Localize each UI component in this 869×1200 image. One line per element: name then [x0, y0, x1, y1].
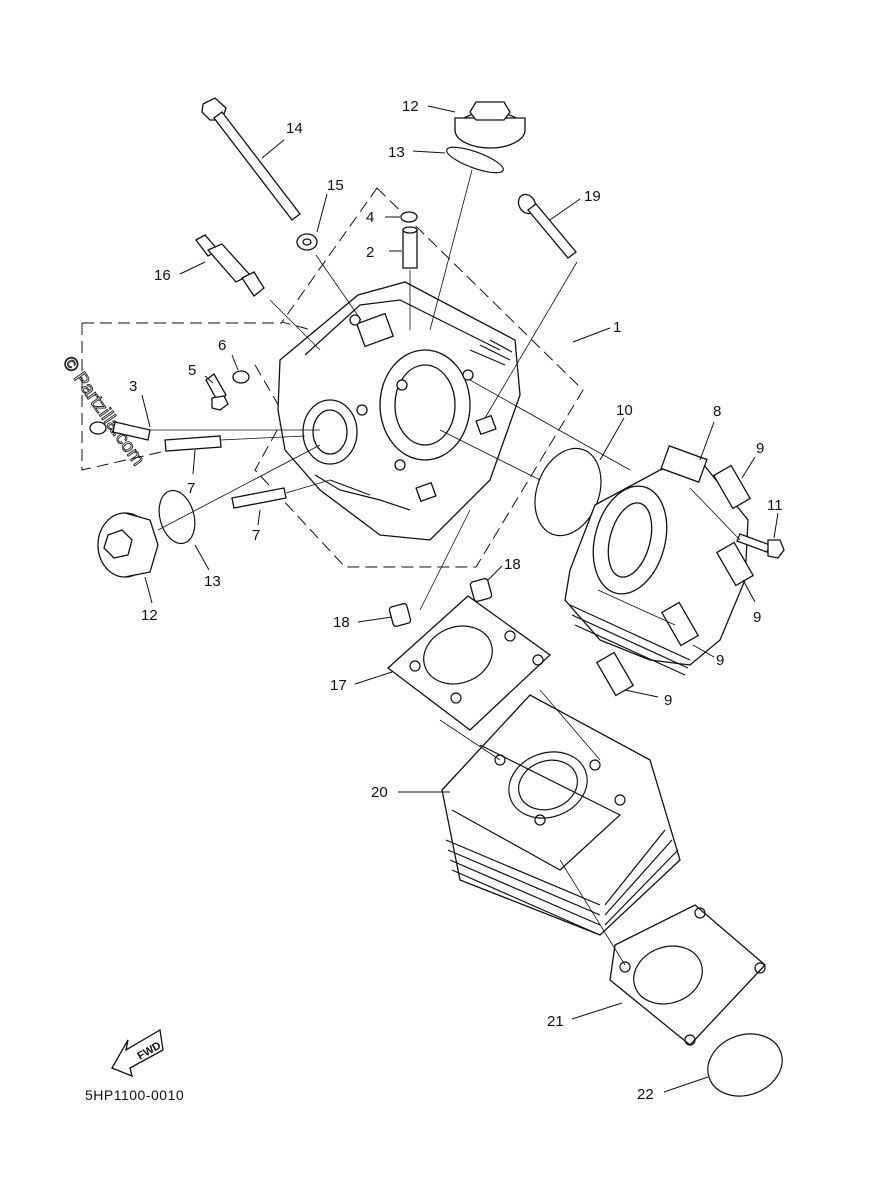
spark-plug — [195, 234, 265, 297]
head-gasket — [386, 595, 552, 731]
callout-8: 8 — [713, 403, 721, 420]
valve-cap-side — [97, 512, 159, 578]
circlip — [400, 211, 418, 223]
base-gasket — [609, 904, 766, 1046]
callout-14: 14 — [286, 120, 303, 137]
callout-21: 21 — [547, 1013, 564, 1030]
callout-labels: 1 2 3 4 5 6 7 7 8 9 9 9 9 10 11 12 12 13… — [129, 98, 783, 1103]
callout-12a: 12 — [141, 607, 158, 624]
callout-9b: 9 — [753, 609, 761, 626]
o-ring-10 — [534, 447, 602, 537]
circlip-3 — [89, 421, 107, 435]
bolt-5 — [205, 373, 229, 411]
valve-guide — [402, 226, 418, 269]
o-ring-top — [446, 146, 504, 174]
leader-lines — [141, 105, 779, 1093]
callout-1: 1 — [613, 319, 621, 336]
watermark-text: © Partzilla.com — [58, 353, 149, 470]
callout-7b: 7 — [252, 527, 260, 544]
callout-17: 17 — [330, 677, 347, 694]
callout-18a: 18 — [504, 556, 521, 573]
head-cover — [564, 445, 749, 676]
callout-2: 2 — [366, 244, 374, 261]
head-bolt — [517, 193, 577, 259]
head-side-port-inner — [312, 409, 348, 455]
stud-bolt-lower — [231, 487, 287, 509]
callout-13b: 13 — [388, 144, 405, 161]
callout-6: 6 — [218, 337, 226, 354]
o-ring-22 — [707, 1033, 783, 1097]
callout-13a: 13 — [204, 573, 221, 590]
damper-9d — [595, 651, 635, 697]
cylinder-head-group-outline — [254, 187, 584, 568]
callout-16: 16 — [154, 267, 171, 284]
callout-3: 3 — [129, 378, 137, 395]
dowel-pin-left — [388, 603, 412, 627]
callout-18b: 18 — [333, 614, 350, 631]
o-ring-side — [158, 489, 196, 545]
callout-11: 11 — [767, 497, 783, 514]
callout-12b: 12 — [402, 98, 419, 115]
callout-20: 20 — [371, 784, 388, 801]
valve-cap-top — [454, 101, 526, 149]
bolt-11 — [736, 533, 785, 559]
washer-6 — [232, 370, 250, 384]
callout-9a: 9 — [756, 440, 764, 457]
callout-10: 10 — [616, 402, 633, 419]
damper-9a — [712, 464, 752, 510]
guide-3 — [112, 421, 151, 441]
callout-9d: 9 — [664, 692, 672, 709]
watermark: © Partzilla.com — [57, 352, 149, 470]
head-port-inner — [394, 364, 456, 446]
callout-22: 22 — [637, 1086, 654, 1103]
cylinder-block — [441, 694, 681, 936]
damper-9c — [660, 601, 700, 647]
callout-4: 4 — [366, 209, 374, 226]
long-bolt — [201, 97, 301, 221]
callout-15: 15 — [327, 177, 344, 194]
fwd-arrow-icon: FWD — [111, 1028, 164, 1078]
stud-bolt-upper — [164, 435, 222, 452]
dowel-pin-right — [469, 578, 493, 602]
diagram-code: 5HP1100-0010 — [85, 1087, 184, 1103]
callout-5: 5 — [188, 362, 196, 379]
callout-19: 19 — [584, 188, 601, 205]
damper-9b — [715, 541, 755, 587]
callout-7a: 7 — [187, 480, 195, 497]
cylinder-head — [277, 281, 521, 541]
callout-9c: 9 — [716, 652, 724, 669]
